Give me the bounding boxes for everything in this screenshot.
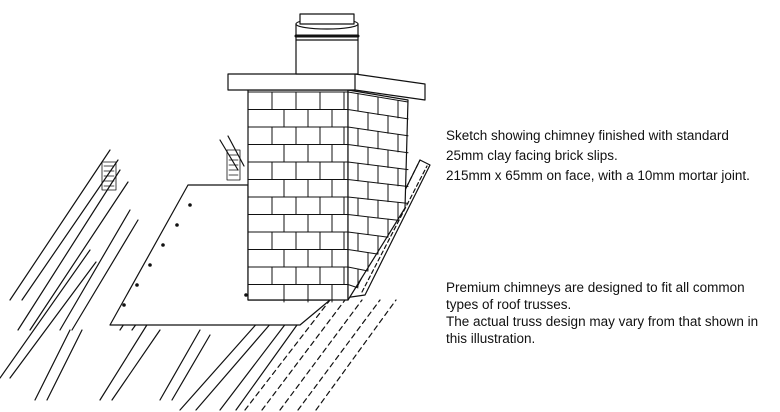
caption-line: this illustration. — [446, 331, 536, 346]
caption-line: types of roof trusses. — [446, 297, 572, 312]
caption-specification: Sketch showing chimney finished with sta… — [446, 126, 750, 186]
brick-courses — [247, 91, 409, 303]
chimney-stack — [247, 89, 409, 301]
chimney-pot — [294, 13, 360, 75]
caption-line: The actual truss design may vary from th… — [446, 314, 759, 329]
caption-line: Premium chimneys are designed to fit all… — [446, 280, 745, 295]
caption-line: 215mm x 65mm on face, with a 10mm mortar… — [446, 168, 750, 183]
caption-line: 25mm clay facing brick slips. — [446, 148, 618, 163]
caption-line: Sketch showing chimney finished with sta… — [446, 128, 729, 143]
caption-truss-note: Premium chimneys are designed to fit all… — [446, 279, 758, 347]
